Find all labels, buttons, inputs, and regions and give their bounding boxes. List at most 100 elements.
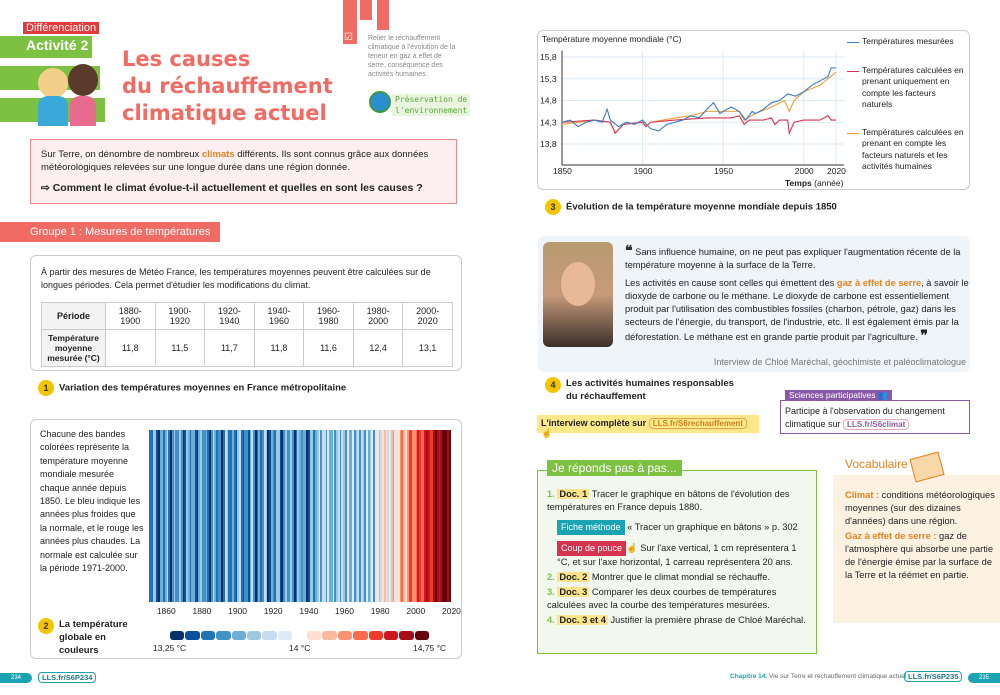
stripe-1976 [371, 430, 374, 602]
stripe-tick: 1960 [335, 606, 354, 616]
vocab-box [833, 475, 1000, 623]
stripe-1892 [223, 430, 225, 602]
stripe-tick: 1920 [263, 606, 283, 616]
stripe-1909 [253, 430, 255, 602]
scale-swatch [414, 631, 429, 640]
interview-banner: L'interview complète sur LLS.fr/S6rechau… [537, 415, 759, 438]
stripe-1885 [210, 430, 213, 602]
stripe-1863 [171, 430, 174, 602]
stripe-1963 [348, 430, 351, 602]
earth-icon [369, 91, 391, 113]
stripe-1951 [327, 430, 330, 602]
stripe-1861 [168, 430, 171, 602]
chapter-footer: Chapitre 14. Vie sur Terre et réchauffem… [730, 673, 907, 680]
stripe-1882 [205, 430, 208, 602]
stripe-1902 [240, 430, 243, 602]
stripe-1988 [392, 430, 395, 602]
stripe-1898 [233, 430, 236, 602]
doc2-box [30, 419, 462, 659]
stripe-1893 [224, 430, 227, 602]
stripe-1945 [316, 430, 319, 602]
stripe-1948 [322, 430, 324, 602]
scale-swatch [185, 631, 200, 640]
stripe-1875 [193, 430, 195, 602]
chart-legend: Températures mesurées Températures calcu… [847, 36, 967, 173]
objective-bar [343, 0, 357, 44]
stripe-1968 [357, 430, 360, 602]
stripe-2011 [433, 430, 436, 602]
arrow-icon: ⇨ [41, 182, 53, 194]
stripe-1953 [330, 430, 333, 602]
open-quote-icon: ❝ [625, 242, 633, 258]
sciences-link[interactable]: LLS.fr/S6climat [843, 419, 910, 430]
page-link-left[interactable]: LLS.fr/S6P234 [38, 672, 97, 683]
page-link-right[interactable]: LLS.fr/S6P235 [904, 671, 963, 682]
y-tick-label: 15,8 [540, 52, 557, 62]
x-tick-label: 1850 [553, 166, 572, 176]
stripe-1954 [332, 430, 335, 602]
stripe-1979 [376, 430, 379, 602]
stripe-tick: 1980 [370, 606, 390, 616]
stripe-1870 [184, 430, 187, 602]
close-quote-icon: ❞ [920, 327, 928, 343]
stripe-1888 [216, 430, 218, 602]
stripe-1866 [177, 430, 180, 602]
scale-swatch [368, 631, 383, 640]
stripe-tick: 1900 [228, 606, 248, 616]
stripe-1944 [314, 430, 317, 602]
stripe-1930 [290, 430, 293, 602]
stripe-2020 [449, 430, 451, 602]
stripe-1912 [258, 430, 261, 602]
stripe-1966 [353, 430, 356, 602]
stripe-1942 [311, 430, 314, 602]
scale-mid: 14 °C [289, 643, 311, 653]
question-item: 1. Doc. 1 Tracer le graphique en bâtons … [547, 489, 790, 512]
stripe-1943 [313, 430, 315, 602]
y-tick-label: 15,3 [540, 74, 557, 84]
stripe-1896 [230, 430, 232, 602]
stripe-1935 [299, 430, 301, 602]
fiche-methode-tag[interactable]: Fiche méthode [557, 520, 625, 535]
stripe-1877 [196, 430, 199, 602]
stripe-1850 [149, 430, 151, 602]
stripe-1928 [286, 430, 289, 602]
stripe-1871 [186, 430, 188, 602]
stripe-1964 [350, 430, 353, 602]
stripe-2001 [415, 430, 418, 602]
vocab-list: Climat : conditions météorologiques moye… [845, 490, 995, 580]
stripe-2003 [419, 430, 421, 602]
stripe-1858 [163, 430, 165, 602]
chart-ylabel: Température moyenne mondiale (°C) [542, 34, 682, 44]
stripe-2006 [424, 430, 427, 602]
stripe-1992 [399, 430, 402, 602]
stripe-1916 [265, 430, 268, 602]
interview-link[interactable]: LLS.fr/S6rechauffement [648, 418, 747, 429]
stripe-1949 [323, 430, 326, 602]
stripe-1971 [362, 430, 365, 602]
doc1-text: À partir des mesures de Météo France, le… [41, 267, 431, 290]
stripe-1880 [201, 430, 204, 602]
stripe-1903 [242, 430, 245, 602]
stripe-1980 [378, 430, 381, 602]
legend-swatch [847, 132, 859, 173]
hand-icon: ☝ [626, 543, 638, 553]
checkbox-icon: ☑ [344, 32, 353, 43]
x-tick-label: 1950 [714, 166, 733, 176]
stripe-1960 [343, 430, 345, 602]
stripe-1859 [164, 430, 167, 602]
series-line-1 [561, 115, 836, 136]
stripe-1910 [254, 430, 257, 602]
intro-box: Sur Terre, on dénombre de nombreux clima… [30, 139, 457, 204]
stripe-1986 [389, 430, 391, 602]
stripe-1854 [156, 430, 158, 602]
coup-de-pouce-tag[interactable]: Coup de pouce [557, 541, 627, 556]
stripe-1890 [219, 430, 222, 602]
stripe-1853 [154, 430, 157, 602]
stripe-1984 [385, 430, 388, 602]
stripe-1868 [180, 430, 183, 602]
people-icon: 👥 [877, 390, 889, 400]
